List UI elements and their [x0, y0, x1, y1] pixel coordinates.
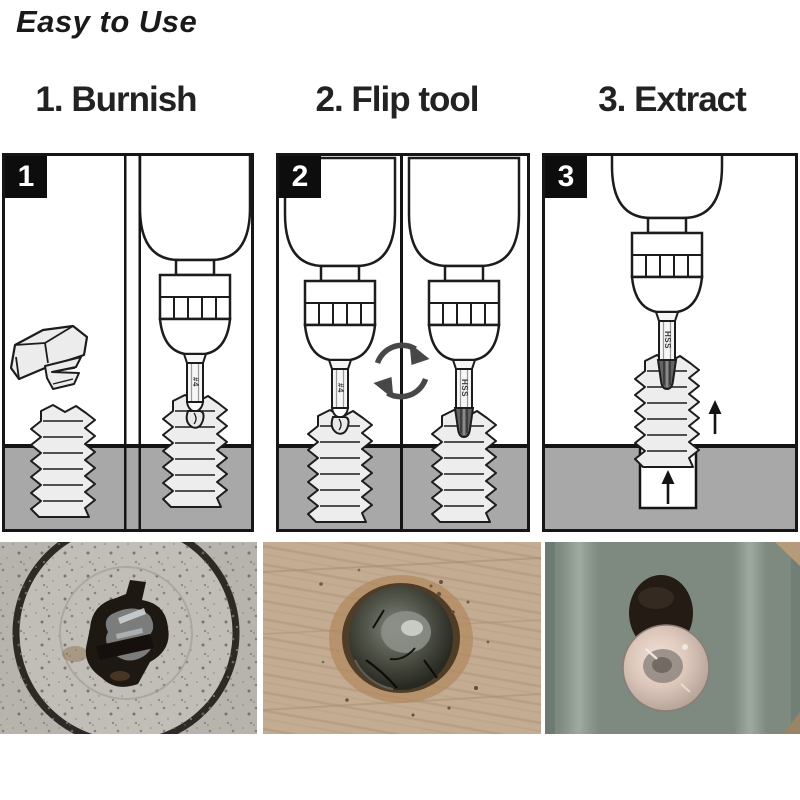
diagram-panel-flip-tool: 2 #4 HSS [276, 153, 530, 532]
stripped-screw-in-wood [263, 542, 541, 734]
step-number-badge: 1 [5, 156, 47, 198]
diagram-panel-burnish: 1 #4 [2, 153, 254, 532]
drill-illustration [138, 156, 251, 404]
burnish-bit-icon [330, 407, 350, 435]
bit-hss-label: HSS [460, 379, 469, 397]
stripped-screw-in-green-metal [545, 542, 800, 734]
flip-tool-diagram: #4 HSS [279, 156, 527, 529]
stripped-screw-in-gray-metal [0, 542, 257, 734]
broken-screw-head-illustration [9, 324, 89, 390]
page-title: Easy to Use [16, 4, 198, 39]
up-arrow-icon [707, 398, 723, 436]
bit-hss-label: HSS [663, 331, 672, 349]
drill-illustration [610, 156, 724, 362]
bit-size-label: #4 [336, 383, 345, 393]
step-heading-extract: 3. Extract [598, 80, 747, 119]
bit-size-label: #4 [191, 377, 200, 387]
extract-diagram: HSS [545, 156, 795, 529]
step-number-badge: 3 [545, 156, 587, 198]
step-number-badge: 2 [279, 156, 321, 198]
diagram-panel-extract: 3 HSS [542, 153, 798, 532]
drill-illustration [407, 156, 521, 410]
step-heading-burnish: 1. Burnish [35, 80, 197, 119]
burnish-diagram: #4 [5, 156, 251, 529]
step-heading-flip-tool: 2. Flip tool [315, 80, 480, 119]
broken-bolt-stub-illustration [30, 404, 96, 518]
burnish-bit-icon [185, 401, 205, 429]
